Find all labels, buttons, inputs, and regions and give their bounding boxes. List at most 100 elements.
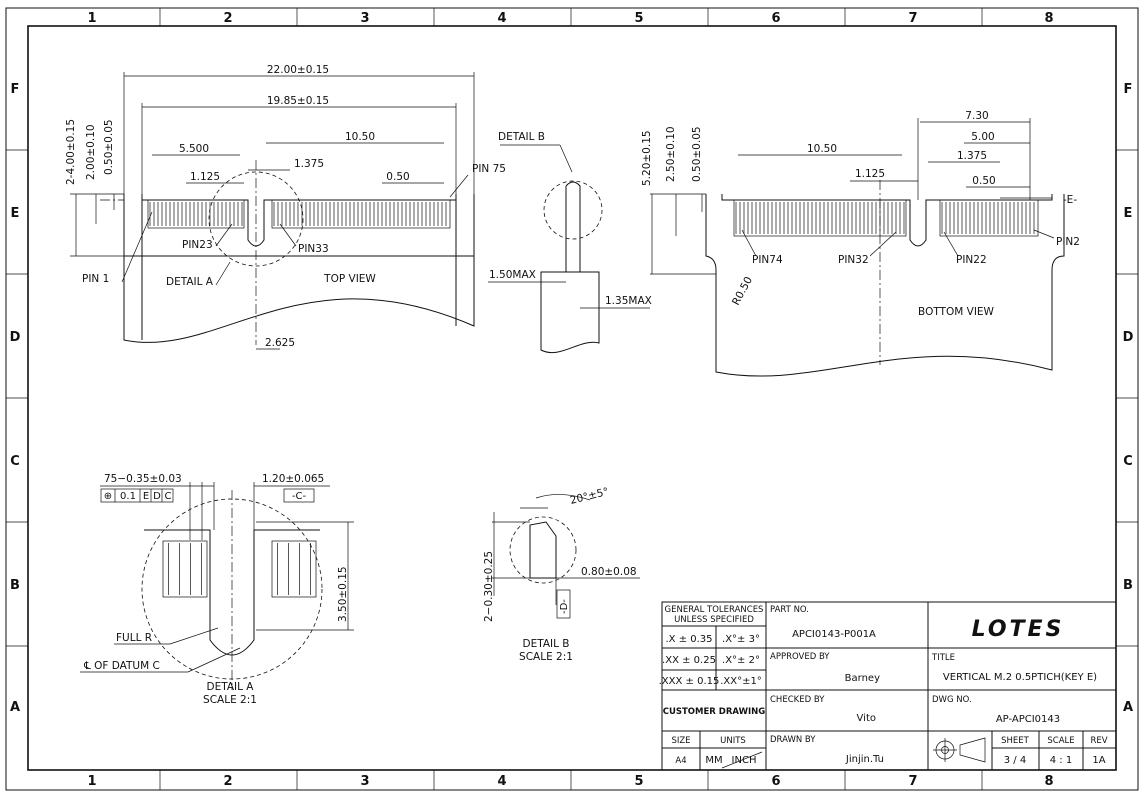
tb-checked-label: CHECKED BY: [770, 695, 825, 705]
label-pin-75: PIN 75: [472, 163, 506, 175]
dim-1050-bottom: 10.50: [807, 143, 837, 155]
dim-1375-bottom: 1.375: [957, 150, 987, 162]
dim-angle-20: 20°±5°: [569, 486, 610, 507]
zone-row-e-right: E: [1124, 206, 1133, 221]
tb-checked-value: Vito: [857, 713, 876, 724]
zone-col-6: 6: [771, 11, 780, 26]
top-view-labels: PIN 75 PIN 1 PIN23 PIN33 DETAIL A TOP VI…: [82, 163, 506, 288]
dim-detail-b-vertical: 2−0.30±0.25: [483, 551, 495, 622]
third-angle-projection-icon: [933, 737, 986, 763]
label-detail-a-callout: DETAIL A: [166, 276, 214, 288]
zone-col-1-bottom: 1: [87, 774, 96, 789]
tb-tol-xx-angle: .X°± 2°: [722, 655, 760, 666]
dim-2625: 2.625: [265, 337, 295, 349]
bottom-view-pin-row-left: [733, 199, 907, 237]
bottom-view-labels: PIN74 PIN32 PIN22 PIN2 BOTTOM VIEW: [741, 229, 1080, 318]
caption-detail-a-scale: SCALE 2:1: [203, 694, 257, 706]
zone-labels-bottom: 1 2 3 4 5 6 7 8: [87, 774, 1053, 789]
connector-pin-teeth: [149, 202, 1035, 595]
dim-detail-b-width: 0.80±0.08: [581, 566, 637, 578]
zone-col-2-bottom: 2: [223, 774, 232, 789]
zone-row-d: D: [10, 330, 21, 345]
tb-drawn-label: DRAWN BY: [770, 735, 816, 745]
tb-scale-label: SCALE: [1047, 736, 1074, 746]
zone-labels-right: F E D C B A: [1123, 82, 1134, 715]
dim-135-max: 1.35MAX: [605, 295, 652, 307]
tb-tol-xxx-angle: .XX°±1°: [720, 676, 762, 687]
tb-approved-value: Barney: [845, 673, 880, 684]
zone-labels-top: 1 2 3 4 5 6 7 8: [87, 11, 1053, 26]
top-view-pin-row-right: [271, 199, 451, 229]
zone-col-5: 5: [634, 11, 643, 26]
label-full-r: FULL R: [116, 632, 152, 644]
detail-a-pins-right: [271, 540, 317, 598]
label-top-view: TOP VIEW: [323, 273, 376, 285]
label-pin-33: PIN33: [298, 243, 329, 255]
label-pin-2: PIN2: [1056, 236, 1080, 248]
dim-pin-count-width: 75−0.35±0.03: [104, 473, 182, 485]
zone-dividers: [6, 8, 1138, 790]
side-view: DETAIL B 1.50MAX 1.35MAX: [488, 131, 652, 354]
dim-vertical-050-bottom: 0.50±0.05: [691, 126, 703, 182]
bottom-view: [705, 180, 1065, 377]
top-view-dimensions: 22.00±0.15 19.85±0.15 5.500 1.125 1.375 …: [65, 64, 475, 350]
zone-col-6-bottom: 6: [771, 774, 780, 789]
zone-col-3-bottom: 3: [360, 774, 369, 789]
tb-scale-value: 4 : 1: [1050, 755, 1072, 766]
label-pin-32: PIN32: [838, 254, 869, 266]
dim-blade-width: 1.20±0.065: [262, 473, 324, 485]
zone-col-8-bottom: 8: [1044, 774, 1053, 789]
tb-tol-xxx: .XXX ± 0.15: [659, 676, 720, 687]
tb-title-value: VERTICAL M.2 0.5PTICH(KEY E): [943, 672, 1097, 683]
bottom-view-pin-row-right: [939, 199, 1039, 237]
tb-sheet-value: 3 / 4: [1004, 755, 1026, 766]
tb-units-label: UNITS: [720, 736, 746, 746]
dim-5500: 5.500: [179, 143, 209, 155]
dim-r050: R0.50: [730, 275, 755, 308]
zone-col-2: 2: [223, 11, 232, 26]
tb-gen-tol-1: GENERAL TOLERANCES: [665, 605, 764, 615]
tb-size-value: A4: [675, 756, 686, 766]
fcf-position-symbol: ⊕: [104, 491, 112, 502]
zone-row-f-right: F: [1124, 82, 1133, 97]
tb-sheet-label: SHEET: [1001, 736, 1030, 746]
tb-units-inch: INCH: [732, 755, 757, 766]
fcf-datum-e: E: [143, 491, 149, 502]
dim-730: 7.30: [965, 110, 988, 122]
dim-vertical-200: 2.00±0.10: [85, 124, 97, 180]
tb-tol-x-angle: .X°± 3°: [722, 634, 760, 645]
zone-row-a-right: A: [1123, 700, 1133, 715]
zone-row-b-right: B: [1123, 578, 1133, 593]
fcf-tolerance: 0.1: [120, 491, 136, 502]
dim-inner-width: 19.85±0.15: [267, 95, 329, 107]
company-logo: LOTES: [972, 617, 1065, 642]
detail-a-annotations: 75−0.35±0.03 ⊕ 0.1 E D C 1.20±0.065 -C- …: [83, 473, 349, 706]
fcf-datum-d: D: [153, 491, 161, 502]
detail-a-pins-left: [162, 540, 208, 598]
dim-vertical-400: 2-4.00±0.15: [65, 119, 77, 185]
zone-col-7-bottom: 7: [908, 774, 917, 789]
tb-dwg-label: DWG NO.: [932, 695, 972, 705]
dim-vertical-250: 2.50±0.10: [665, 126, 677, 182]
datum-c: -C-: [292, 491, 307, 502]
zone-col-4: 4: [497, 11, 506, 26]
tb-title-label: TITLE: [931, 653, 955, 663]
tb-gen-tol-2: UNLESS SPECIFIED: [674, 615, 754, 625]
dim-vertical-520: 5.20±0.15: [641, 130, 653, 186]
label-bottom-view: BOTTOM VIEW: [918, 306, 995, 318]
detail-b: 20°±5° 2−0.30±0.25 0.80±0.08 -D- DETAIL …: [483, 486, 640, 663]
tb-tol-xx: .XX ± 0.25: [662, 655, 716, 666]
tb-rev-label: REV: [1090, 736, 1107, 746]
zone-row-c-right: C: [1123, 454, 1133, 469]
dim-overall-width: 22.00±0.15: [267, 64, 329, 76]
detail-a: [80, 482, 354, 690]
zone-row-e: E: [11, 206, 20, 221]
caption-detail-b-scale: SCALE 2:1: [519, 651, 573, 663]
dim-1050-top: 10.50: [345, 131, 375, 143]
tb-drawn-value: Jinjin.Tu: [845, 754, 884, 765]
label-detail-b-callout: DETAIL B: [498, 131, 545, 143]
tb-size-label: SIZE: [671, 736, 690, 746]
zone-col-1: 1: [87, 11, 96, 26]
dim-150-max: 1.50MAX: [489, 269, 536, 281]
